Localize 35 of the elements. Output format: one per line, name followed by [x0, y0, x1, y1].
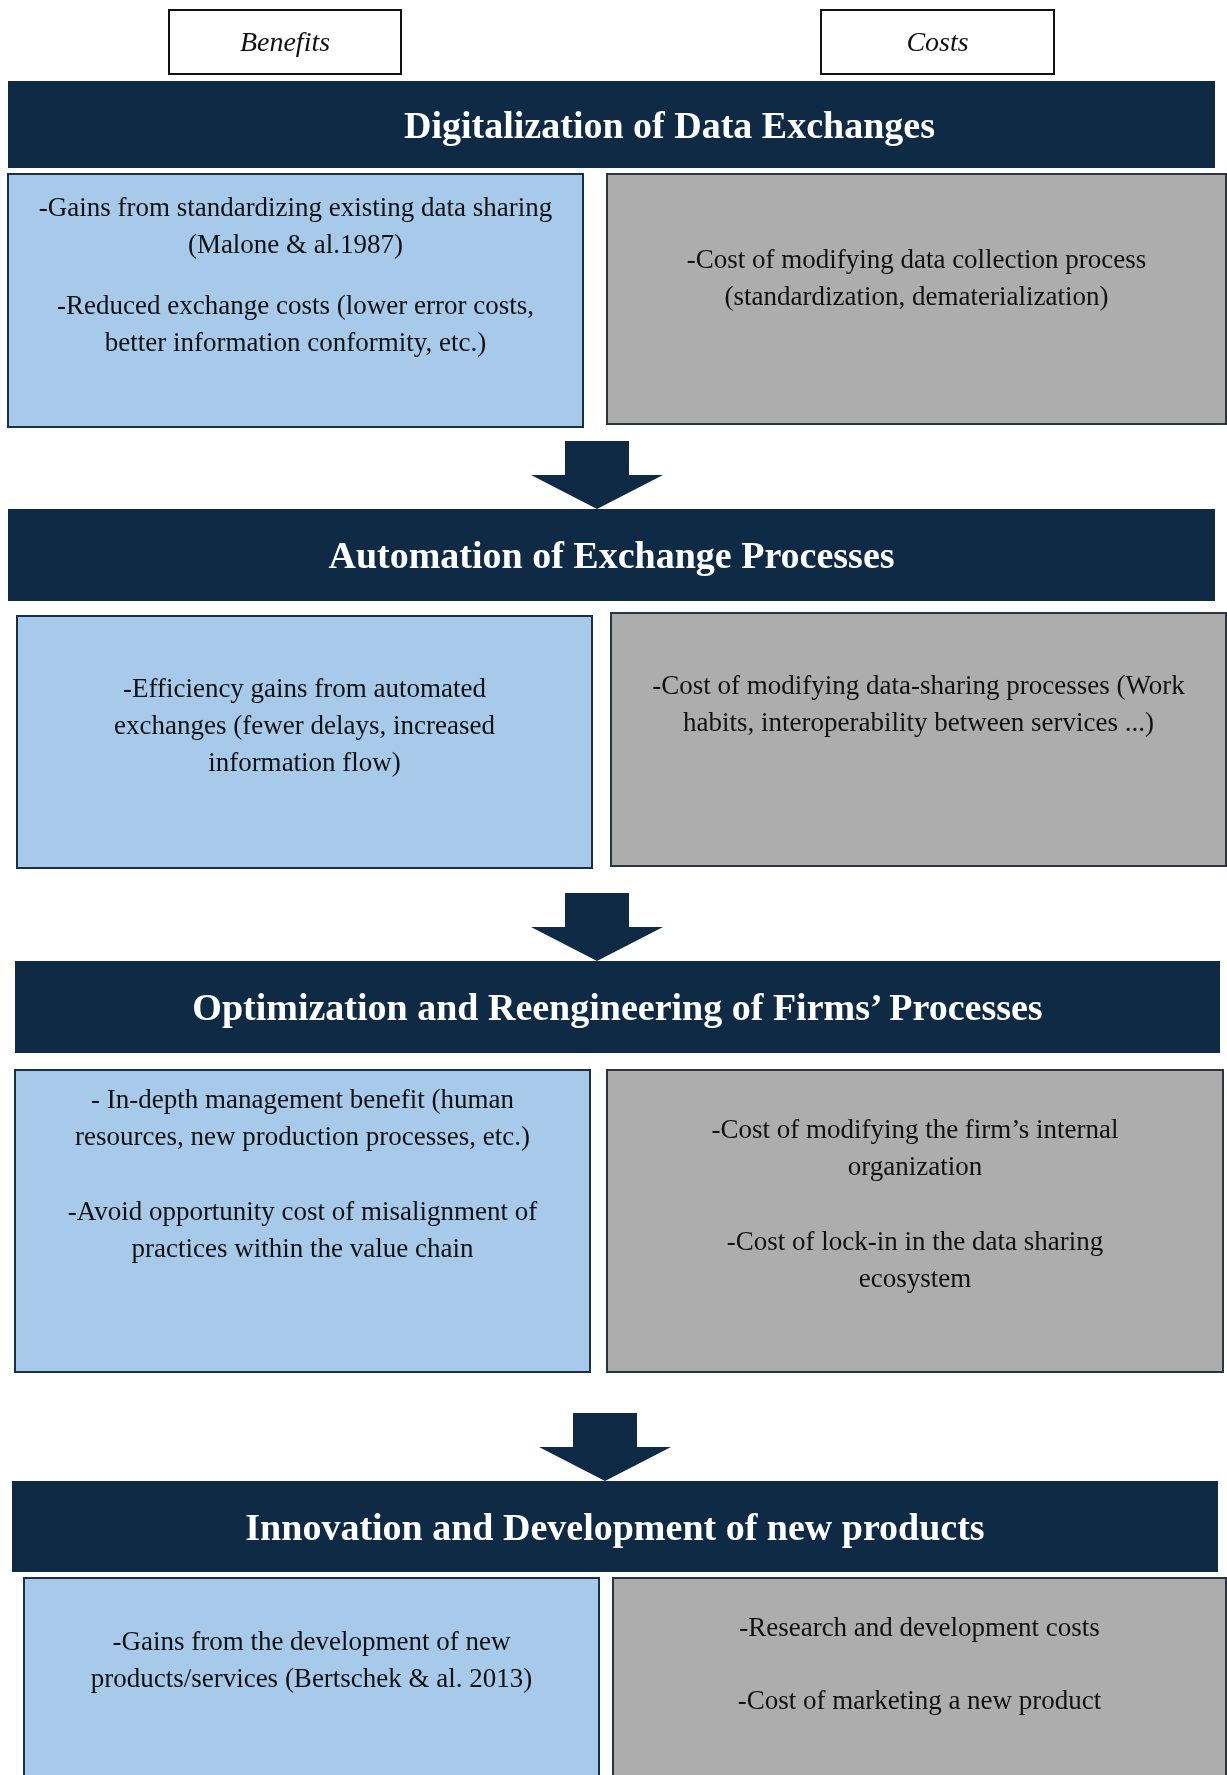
cost-box [610, 612, 1227, 867]
header-label: Costs [906, 26, 969, 58]
benefit-text: -Efficiency gains from automated exchanges (fewer delays, increased information flow) [113, 672, 496, 779]
cost-box [606, 1069, 1224, 1373]
benefit-box [14, 1069, 591, 1373]
benefit-box [16, 615, 593, 869]
down-arrow [531, 441, 663, 509]
section-banner [8, 81, 1215, 168]
benefit-text: -Avoid opportunity cost of misalignment of practices within the value chain [66, 1195, 539, 1265]
benefit-box [7, 173, 584, 428]
section-title: Optimization and Reengineering of Firms’ Processes [192, 985, 1043, 1029]
section-title: Digitalization of Data Exchanges [404, 102, 935, 147]
cost-text: -Cost of modifying data collection process (standardization, dematerialization) [685, 243, 1148, 313]
cost-text: -Cost of marketing a new product [737, 1684, 1102, 1717]
column-header [820, 9, 1055, 75]
cost-box [606, 173, 1227, 425]
cost-text: -Cost of modifying the firm’s internal organization [710, 1113, 1120, 1183]
cost-text: -Research and development costs [739, 1611, 1100, 1644]
cost-text: -Cost of lock-in in the data sharing ecosystem [725, 1225, 1105, 1295]
down-arrow [531, 893, 663, 961]
section-banner [8, 509, 1215, 601]
section-banner [15, 961, 1220, 1053]
benefit-text: -Gains from the development of new products/services (Bertschek & al. 2013) [89, 1625, 534, 1695]
header-label: Benefits [239, 26, 331, 58]
benefit-text: -Reduced exchange costs (lower error costs, better information conformity, etc.) [56, 289, 535, 359]
section-title: Innovation and Development of new products [245, 1504, 985, 1549]
down-arrow [539, 1413, 671, 1481]
benefit-box [23, 1577, 600, 1775]
benefit-text: -Gains from standardizing existing data sharing (Malone & al.1987) [37, 191, 554, 261]
cost-box [612, 1577, 1227, 1775]
benefit-text: - In-depth management benefit (human resources, new production processes, etc.) [73, 1083, 532, 1153]
section-banner [12, 1481, 1218, 1572]
section-title: Automation of Exchange Processes [328, 533, 895, 577]
cost-text: -Cost of modifying data-sharing processes (Work habits, interoperability between services ...) [651, 669, 1186, 739]
column-header [168, 9, 402, 75]
